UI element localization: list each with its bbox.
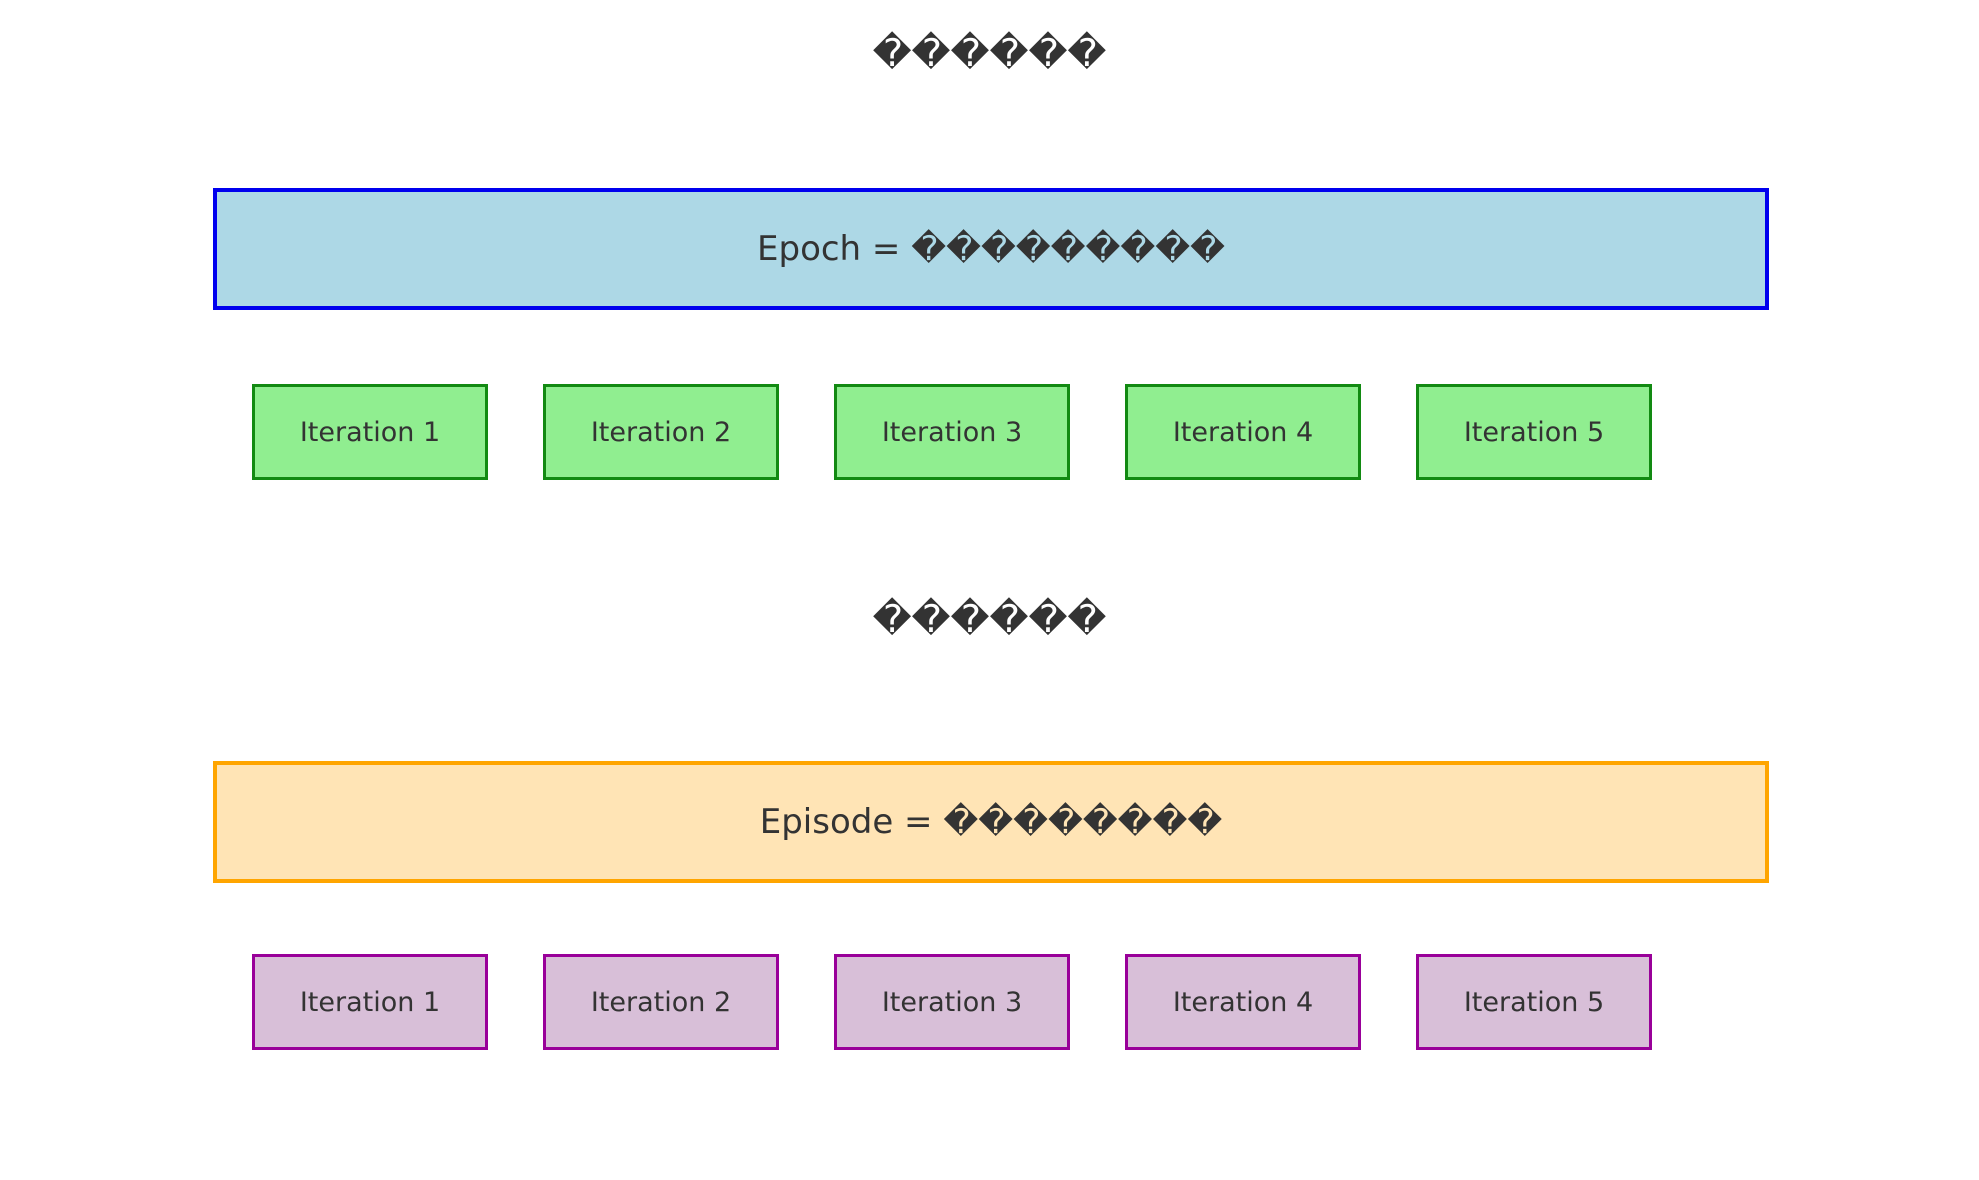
section-title-episode: ������ (872, 597, 1107, 641)
episode-iteration-box: Iteration 2 (543, 954, 779, 1050)
episode-iteration-label: Iteration 5 (1463, 986, 1605, 1018)
epoch-banner-label: Epoch = ��������� (757, 229, 1225, 269)
episode-iteration-label: Iteration 1 (299, 986, 441, 1018)
epoch-iteration-label: Iteration 3 (881, 416, 1023, 448)
epoch-iteration-box: Iteration 5 (1416, 384, 1652, 480)
episode-iteration-label: Iteration 4 (1172, 986, 1314, 1018)
epoch-banner: Epoch = ��������� (213, 188, 1769, 310)
epoch-iteration-label: Iteration 2 (590, 416, 732, 448)
epoch-iteration-row: Iteration 1 Iteration 2 Iteration 3 Iter… (252, 384, 1652, 480)
episode-iteration-box: Iteration 1 (252, 954, 488, 1050)
epoch-iteration-label: Iteration 4 (1172, 416, 1314, 448)
epoch-iteration-label: Iteration 5 (1463, 416, 1605, 448)
episode-iteration-box: Iteration 3 (834, 954, 1070, 1050)
episode-iteration-label: Iteration 2 (590, 986, 732, 1018)
epoch-iteration-box: Iteration 1 (252, 384, 488, 480)
epoch-iteration-box: Iteration 2 (543, 384, 779, 480)
epoch-iteration-box: Iteration 3 (834, 384, 1070, 480)
epoch-iteration-label: Iteration 1 (299, 416, 441, 448)
episode-banner-label: Episode = �������� (759, 802, 1223, 842)
episode-iteration-box: Iteration 5 (1416, 954, 1652, 1050)
epoch-iteration-box: Iteration 4 (1125, 384, 1361, 480)
section-title-epoch: ������ (872, 31, 1107, 75)
episode-iteration-box: Iteration 4 (1125, 954, 1361, 1050)
episode-iteration-label: Iteration 3 (881, 986, 1023, 1018)
episode-banner: Episode = �������� (213, 761, 1769, 883)
episode-iteration-row: Iteration 1 Iteration 2 Iteration 3 Iter… (252, 954, 1652, 1050)
